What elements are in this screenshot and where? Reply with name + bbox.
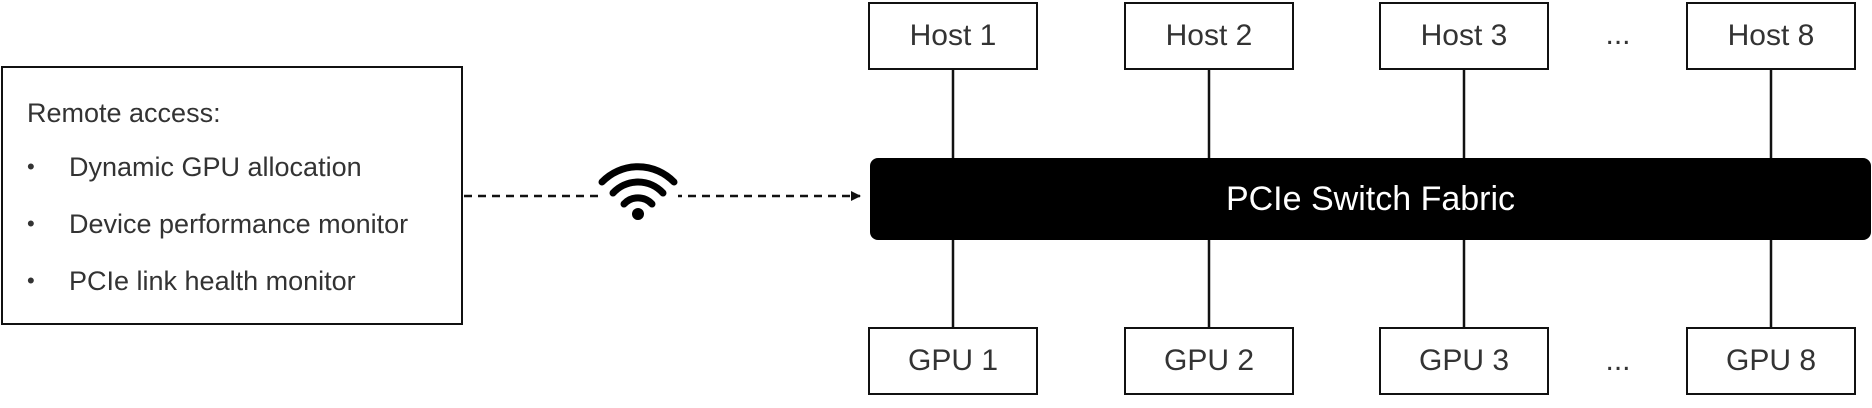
gpu-3-box: GPU 3: [1379, 327, 1549, 395]
host-1-box: Host 1: [868, 2, 1038, 70]
host-ellipsis: ...: [1605, 18, 1631, 51]
remote-access-title: Remote access:: [27, 98, 221, 128]
host-2-box: Host 2: [1124, 2, 1294, 70]
list-item-label: Device performance monitor: [69, 209, 409, 239]
remote-access-panel: Remote access: • Dynamic GPU allocation …: [1, 66, 463, 325]
host-8-box: Host 8: [1686, 2, 1856, 70]
list-item-label: Dynamic GPU allocation: [69, 152, 362, 182]
pcie-switch-fabric: PCIe Switch Fabric: [870, 158, 1871, 240]
gpu-2-box: GPU 2: [1124, 327, 1294, 395]
gpu-ellipsis: ...: [1605, 344, 1631, 377]
bullet-icon: •: [27, 154, 35, 179]
host-3-box: Host 3: [1379, 2, 1549, 70]
wifi-icon: [598, 162, 678, 222]
list-item-label: PCIe link health monitor: [69, 266, 356, 296]
bullet-icon: •: [27, 268, 35, 293]
bullet-icon: •: [27, 211, 35, 236]
gpu-1-box: GPU 1: [868, 327, 1038, 395]
gpu-8-box: GPU 8: [1686, 327, 1856, 395]
